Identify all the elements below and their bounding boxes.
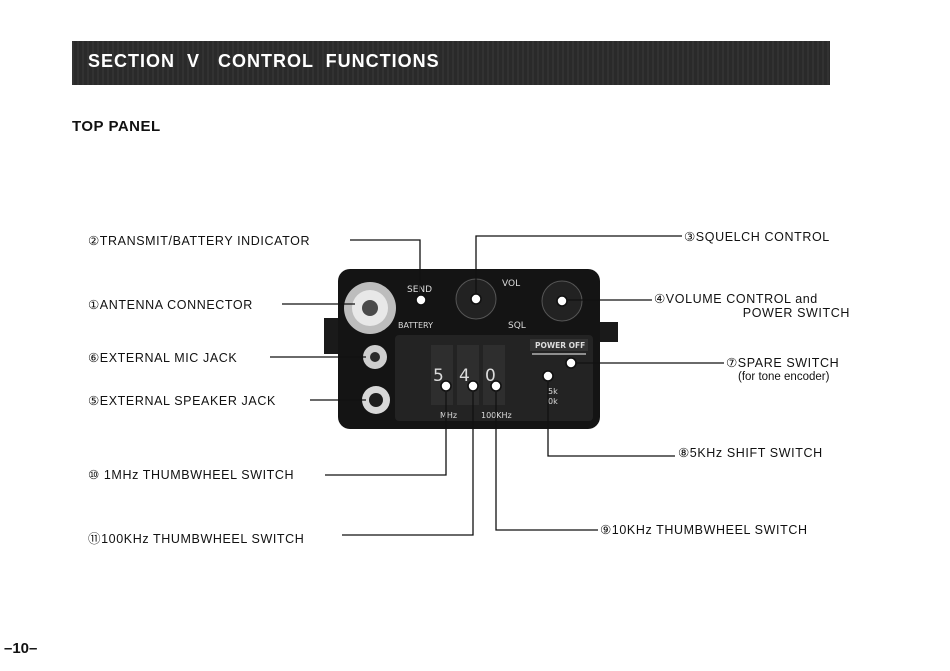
marker-mhz-thumbwheel [440,380,452,392]
label-transmit-indicator: ②TRANSMIT/BATTERY INDICATOR [88,234,311,248]
power-off-strip [530,339,588,351]
marker-transmit-indicator [415,294,427,306]
digit-mhz: 5 [433,366,444,386]
label-10khz-thumbwheel: ⑨10KHz THUMBWHEEL SWITCH [600,523,808,537]
mic-jack-hole [370,352,380,362]
panel-power-off-text: POWER OFF [535,341,585,350]
marker-volume [556,295,568,307]
lead-transmit-indicator [350,239,421,296]
left-side-clip [324,318,342,354]
label-external-mic-jack: ⑥EXTERNAL MIC JACK [88,351,238,365]
shift-0k-text: 0k [548,397,558,406]
lead-squelch [475,235,682,296]
marker-spare-switch [565,357,577,369]
marker-10k-thumbwheel [490,380,502,392]
label-spare-switch: ⑦SPARE SWITCH [726,356,840,370]
lead-mhz-thumbwheel [325,392,447,476]
unit-mhz-text: MHz [440,411,457,420]
label-mhz-thumbwheel: ⑩ 1MHz THUMBWHEEL SWITCH [88,468,295,482]
digit-10k: 0 [485,366,496,386]
page-number: –10– [4,640,38,657]
lead-100k-thumbwheel [342,392,474,536]
label-shift-switch: ⑧5KHz SHIFT SWITCH [678,446,823,460]
label-antenna-connector: ①ANTENNA CONNECTOR [88,298,253,312]
panel-battery-text: BATTERY [398,321,433,330]
marker-shift-switch [542,370,554,382]
marker-squelch [470,293,482,305]
label-volume-control: ④VOLUME CONTROL and [654,292,818,306]
label-power-switch: POWER SWITCH [742,306,850,320]
lead-10k-thumbwheel [495,392,598,531]
leader-lines [270,235,724,536]
panel-vol-text: VOL [502,279,520,289]
radio-top-panel: SEND BATTERY VOL SQL POWER OFF 5 4 0 MHz… [324,269,618,429]
lead-shift-switch [547,382,675,457]
label-100khz-thumbwheel: ⑪100KHz THUMBWHEEL SWITCH [88,532,305,546]
callout-markers [415,293,577,392]
speaker-jack-hole [369,393,383,407]
label-squelch-control: ③SQUELCH CONTROL [684,230,830,244]
right-side-clip [598,322,618,342]
panel-sql-text: SQL [508,321,526,331]
digit-100k: 4 [459,366,470,386]
label-external-speaker-jack: ⑤EXTERNAL SPEAKER JACK [88,394,276,408]
label-spare-switch-note: (for tone encoder) [738,371,830,383]
antenna-connector-center [362,300,378,316]
section-title: SECTION V CONTROL FUNCTIONS [88,51,440,71]
shift-5k-text: 5k [548,387,558,396]
marker-100k-thumbwheel [467,380,479,392]
section-banner: SECTION V CONTROL FUNCTIONS [72,41,830,85]
top-panel-heading: TOP PANEL [72,118,161,135]
